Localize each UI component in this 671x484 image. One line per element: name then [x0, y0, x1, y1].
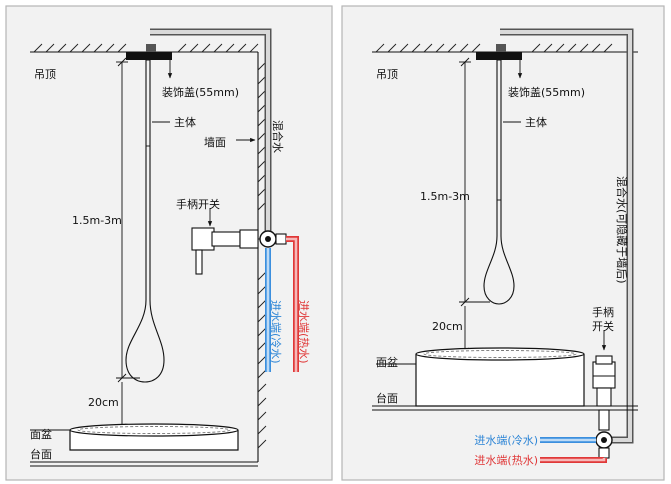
left-panel: 吊顶 装饰盖(55mm) 主体 墙面 手柄开关 1.5m-3m 20cm 面盆 … [5, 5, 333, 481]
right-ceiling-label: 吊顶 [376, 68, 398, 81]
left-inlet-pipes [265, 236, 299, 372]
right-hot-inlet-label: 进水端(热水) [474, 454, 538, 467]
right-basin [415, 347, 585, 407]
left-panel-border [5, 5, 333, 481]
right-gap-label: 20cm [432, 320, 463, 333]
right-panel: 吊顶 装饰盖(55mm) 主体 1.5m-3m 20cm 面盆 台面 手柄 开关… [341, 5, 665, 481]
right-body-label: 主体 [525, 115, 547, 129]
left-body-label: 主体 [174, 115, 196, 129]
right-mixed-water-pipe [500, 28, 634, 444]
left-basin-label: 面盆 [30, 427, 52, 441]
right-leader-lines [376, 60, 607, 365]
right-panel-border [341, 5, 665, 481]
left-height-label: 1.5m-3m [72, 214, 122, 227]
right-cover-mount [496, 44, 506, 52]
left-mixed-water-label: 混合水 [271, 120, 285, 153]
left-mixed-water-pipe [150, 28, 272, 238]
left-wall-label: 墙面 [204, 135, 226, 149]
left-leader-lines [30, 60, 256, 463]
left-hot-inlet-label: 进水端(热水) [297, 300, 310, 364]
right-inlet-pipes [540, 437, 607, 463]
left-height-dimension [116, 57, 140, 383]
right-handle-label-line1: 手柄 [592, 305, 614, 319]
right-height-label: 1.5m-3m [420, 190, 470, 203]
right-mixed-water-label: 混合水(可隐藏于墙后) [615, 176, 629, 284]
right-counter [372, 405, 638, 411]
right-decorative-cover [476, 52, 522, 60]
left-decorative-cover [126, 52, 172, 60]
right-counter-label: 台面 [376, 391, 398, 405]
right-basin-label: 面盆 [376, 355, 398, 369]
left-shower-body [125, 59, 165, 383]
right-cold-inlet-label: 进水端(冷水) [474, 434, 538, 447]
left-gap-label: 20cm [88, 396, 119, 409]
left-cold-inlet-label: 进水端(冷水) [269, 300, 282, 364]
right-height-dimension [459, 57, 490, 307]
left-counter [30, 461, 258, 467]
right-handle-label-line2: 开关 [592, 319, 614, 333]
left-basin [69, 423, 239, 451]
right-handle-valve [592, 355, 616, 459]
left-handle-valve [191, 227, 287, 275]
left-wall [257, 52, 267, 462]
right-cover-label: 装饰盖(55mm) [508, 85, 585, 99]
left-ceiling-label: 吊顶 [34, 68, 56, 81]
left-counter-label: 台面 [30, 447, 52, 461]
left-handle-label: 手柄开关 [176, 197, 220, 211]
left-cover-label: 装饰盖(55mm) [162, 85, 239, 99]
left-cover-mount [146, 44, 156, 52]
right-shower-body [483, 59, 515, 305]
